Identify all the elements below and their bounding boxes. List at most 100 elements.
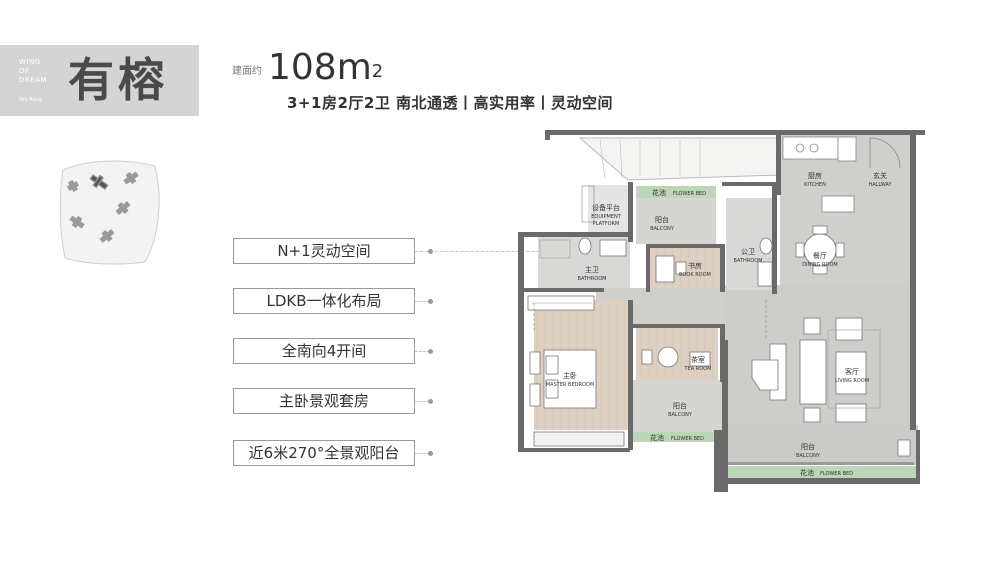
flower-bed-north	[636, 186, 716, 198]
tea-balcony-label: 阳台	[673, 401, 687, 410]
feature-panoramic-balcony: 近6米270°全景观阳台	[233, 440, 415, 466]
tea-label-en: TEA ROOM	[684, 366, 712, 372]
wall-book-left	[646, 244, 650, 292]
wall-book-top	[646, 244, 724, 248]
area-number: 108m	[268, 47, 372, 88]
rug	[827, 329, 881, 409]
south-balcony-label: 阳台	[801, 442, 815, 451]
building-6-icon	[99, 229, 115, 243]
area-label: 建面约	[232, 66, 262, 77]
feature-flexible-space: N+1灵动空间	[233, 238, 415, 264]
master-label-en: MASTER BEDROOM	[546, 382, 594, 388]
area-value: 108m2	[268, 46, 383, 90]
feature-leader-dot	[428, 249, 433, 254]
wall-right	[910, 130, 916, 430]
flower-bed-tea	[632, 432, 724, 442]
master-bath-label: 主卫	[585, 265, 599, 274]
flower-bed-south-label: 花池	[800, 468, 814, 477]
book-desk	[655, 255, 675, 283]
feature-south-facing: 全南向4开间	[233, 338, 415, 364]
equipment-unit	[581, 185, 595, 223]
flower-bed-north-label-en: FLOWER BED	[673, 191, 706, 197]
stove-burner-icon	[795, 143, 805, 153]
wall-public-bath-right	[772, 182, 777, 294]
kitchen-island	[821, 195, 855, 213]
feature-leader-line	[415, 401, 430, 403]
public-bath-label: 公卫	[741, 248, 755, 256]
master-bath-label-en: BATHROOM	[578, 276, 607, 282]
coffee-table	[835, 351, 867, 395]
north-balcony-label: 阳台	[655, 215, 669, 224]
brand-english-name: WING OF DREAM	[19, 58, 47, 85]
equipment-label: 设备平台	[592, 203, 620, 212]
wall-right-lower	[916, 430, 920, 480]
kitchen-label: 厨房	[808, 171, 822, 180]
feature-leader-dot	[428, 299, 433, 304]
tea-balcony-floor	[632, 380, 724, 432]
flower-bed-tea-label: 花池	[650, 433, 664, 442]
toilet-icon	[578, 237, 592, 255]
wall-south-bottom	[714, 478, 920, 484]
bath-vanity	[599, 239, 627, 257]
tea-label: 茶室	[691, 355, 705, 364]
flower-bed-tea-label-en: FLOWER BED	[671, 436, 704, 442]
wall-north-left	[628, 182, 633, 242]
north-balcony-label-en: BALCONY	[650, 226, 675, 232]
wall-master-bath-top	[518, 232, 630, 237]
building-4-icon	[115, 201, 131, 215]
book-label: 书房	[688, 261, 702, 270]
site-key-map	[59, 160, 160, 265]
area-exponent: 2	[371, 61, 384, 82]
entry-desk	[751, 359, 779, 391]
master-window-sill	[533, 431, 625, 447]
tea-stool	[641, 349, 653, 365]
wall-master-bottom	[518, 448, 630, 452]
wall-public-bath-top	[722, 182, 777, 186]
wall-south-left	[714, 430, 728, 492]
hallway-label: 玄关	[873, 171, 887, 180]
feature-leader-dot	[428, 451, 433, 456]
shower	[539, 239, 571, 259]
hallway-label-en: HALLWAY	[868, 182, 892, 188]
feature-leader-line	[415, 301, 430, 303]
brand-en-line1: WING	[19, 58, 41, 66]
tea-balcony-label-en: BALCONY	[668, 412, 693, 418]
dining-chair	[812, 265, 828, 275]
armchair	[835, 403, 867, 423]
north-balcony-floor	[636, 198, 716, 244]
wall-top-left-stub	[545, 130, 550, 140]
brand-en-line2: OF	[19, 67, 30, 75]
dining-chair	[812, 225, 828, 235]
entry-door-arc	[869, 137, 901, 169]
feature-leader-line	[415, 251, 580, 253]
tea-cabinet	[689, 351, 711, 367]
wall-divider-living	[722, 340, 728, 430]
feature-leader-line	[415, 453, 430, 455]
stove-burner-icon	[809, 143, 819, 153]
equipment-label-en1: EQUIPMENT	[591, 214, 621, 220]
dining-label-en: DINING ROOM	[802, 262, 837, 268]
living-label: 客厅	[845, 367, 859, 376]
public-bath-vanity	[757, 261, 773, 287]
laundry-unit	[897, 439, 911, 457]
dining-chair	[835, 242, 845, 258]
brand-box	[0, 45, 199, 116]
bed-pillow	[545, 379, 559, 399]
brand-en-line3: DREAM	[19, 76, 48, 84]
master-label: 主卧	[563, 371, 577, 380]
nightstand	[529, 383, 541, 407]
south-railing	[728, 462, 914, 465]
side-table	[803, 407, 821, 423]
wall-top	[545, 130, 925, 135]
south-balcony-floor	[728, 425, 918, 465]
feature-master-suite: 主卧景观套房	[233, 388, 415, 414]
side-table	[803, 317, 821, 335]
dining-label: 餐厅	[813, 251, 827, 260]
equipment-platform-floor	[588, 185, 628, 235]
feature-leader-dot	[428, 349, 433, 354]
flower-bed-south-label-en: FLOWER BED	[820, 471, 853, 477]
wall-master-right	[628, 300, 633, 450]
building-2-icon	[89, 173, 109, 191]
wall-kitchen-left	[776, 135, 781, 195]
